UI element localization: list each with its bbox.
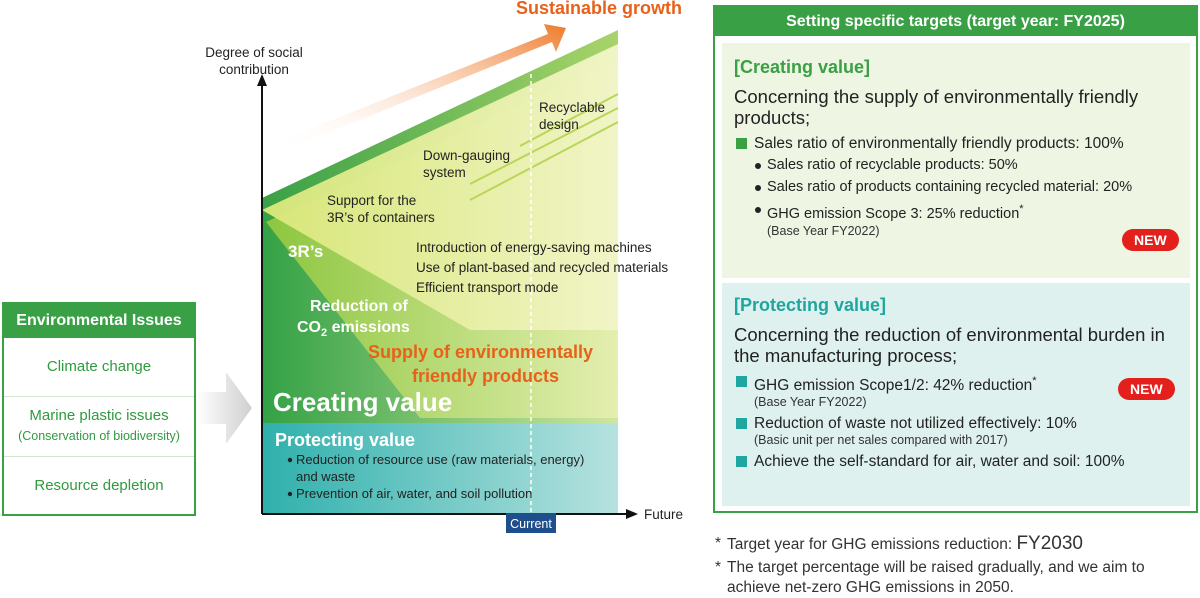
issue-marine-plastic: Marine plastic issues (Conservation of b… [4,396,194,456]
creating-sub-item-1: Sales ratio of recyclable products: 50% [734,156,1178,175]
growth-diagram: Degree of social contribution Future Cur… [197,0,683,533]
y-axis-arrowhead [257,74,267,86]
targets-header: Setting specific targets (target year: F… [715,7,1196,36]
protecting-value-lead: Concerning the reduction of environmenta… [734,324,1165,366]
protecting-value-title: [Protecting value] [734,295,887,315]
creating-sub-item-2: Sales ratio of products containing recyc… [734,178,1178,197]
co2-text: CO [297,319,321,336]
new-badge: NEW [1118,378,1175,400]
issue-marine-plastic-label: Marine plastic issues [29,407,169,424]
creating-value-label: Creating value [273,387,452,417]
creating-value-lead: Concerning the supply of environmentally… [734,86,1139,128]
supply-products-line2: friendly products [412,366,559,386]
reduction-co2-line2: CO2 emissions [297,319,410,339]
teal-square-marker [736,456,747,468]
x-axis-label: Future [644,507,683,522]
support-3rs-line2: 3R’s of containers [327,210,435,225]
protect-bullet2: Prevention of air, water, and soil pollu… [296,486,532,501]
environmental-issues-title: Environmental Issues [4,304,194,338]
protecting-item-2-text: Reduction of waste not utilized effectiv… [754,415,1077,433]
protecting-item-1-note: (Base Year FY2022) [754,395,867,410]
issue-climate-change: Climate change [46,358,152,375]
reduction-co2-line1: Reduction of [310,298,408,315]
protecting-item-3-text: Achieve the self-standard for air, water… [754,453,1125,471]
creating-sub-item-2-text: Sales ratio of products containing recyc… [767,179,1133,195]
flow-arrow [197,372,252,444]
protecting-value-band [262,423,618,514]
footnote-marker: * [715,535,722,552]
bullet-dot [755,185,761,191]
creating-value-title: [Creating value] [734,57,871,77]
emissions-text: emissions [327,319,410,336]
footnote-2: * The target percentage will be raised g… [715,558,1200,598]
protecting-value-section: [Protecting value] Concerning the reduct… [722,283,1190,506]
co2-subscript: 2 [321,327,327,339]
y-axis-label-line1: Degree of social [205,45,303,60]
down-gauging-line1: Down-gauging [423,148,510,163]
supply-products-line1: Supply of environmentally [368,342,593,362]
targets-box: Setting specific targets (target year: F… [713,5,1198,513]
current-label: Current [510,517,552,531]
creating-sub-item-3: GHG emission Scope 3: 25% reduction* (Ba… [734,200,1178,239]
footnote-1-text: Target year for GHG emissions reduction: [727,536,1017,553]
protecting-item-1: GHG emission Scope1/2: 42% reduction* (B… [734,372,1178,410]
y-axis-label-line2: contribution [219,62,289,77]
footnotes: * Target year for GHG emissions reductio… [715,534,1200,598]
environmental-issues-box: Environmental Issues Climate change Mari… [2,302,196,516]
intro-plant-based: Use of plant-based and recycled material… [416,260,668,275]
intro-energy-saving: Introduction of energy-saving machines [416,240,652,255]
creating-sub-item-3-note: (Base Year FY2022) [767,223,880,238]
teal-square-marker [736,376,747,387]
protect-bullet1-line1: Reduction of resource use (raw materials… [296,452,584,467]
green-square-marker [736,138,747,149]
bullet-dot [755,207,761,213]
x-axis-arrowhead [626,509,638,519]
protect-bullet1-line2: and waste [296,469,355,484]
sustainable-growth-label: Sustainable growth [516,0,682,18]
asterisk-marker: * [1019,203,1024,215]
issue-resource-depletion: Resource depletion [4,456,194,514]
down-gauging-line2: system [423,165,466,180]
protecting-item-3: Achieve the self-standard for air, water… [734,452,1178,471]
protecting-value-label: Protecting value [275,430,415,450]
recyclable-design-line2: design [539,117,579,132]
new-badge: NEW [1122,229,1179,251]
footnote-1-year: FY2030 [1016,533,1083,554]
footnote-2-text: The target percentage will be raised gra… [727,559,1145,596]
support-3rs-line1: Support for the [327,193,416,208]
three-rs-region [262,44,618,330]
creating-sub-item-1-text: Sales ratio of recyclable products: 50% [767,157,1018,173]
sustainable-growth-arrow [282,24,566,150]
protecting-item-2-note: (Basic unit per net sales compared with … [754,433,1008,448]
creating-main-item-text: Sales ratio of environmentally friendly … [754,135,1124,152]
asterisk-marker: * [1032,375,1037,387]
creating-main-item: Sales ratio of environmentally friendly … [734,134,1178,153]
creating-value-section: [Creating value] Concerning the supply o… [722,43,1190,278]
recyclable-design-line1: Recyclable [539,100,605,115]
creating-sub-item-3-text: GHG emission Scope 3: 25% reduction [767,205,1020,222]
protecting-item-1-text: GHG emission Scope1/2: 42% reduction [754,377,1033,395]
issue-marine-plastic-sub: (Conservation of biodiversity) [18,429,180,443]
teal-square-marker [736,418,747,430]
protecting-item-2: Reduction of waste not utilized effectiv… [734,414,1178,448]
three-rs-label: 3R’s [288,242,323,261]
intro-transport: Efficient transport mode [416,280,558,295]
growth-top-stripe [262,30,618,212]
current-marker [506,513,556,533]
footnote-1: * Target year for GHG emissions reductio… [715,534,1200,555]
bullet-dot [755,163,761,169]
footnote-marker: * [715,559,722,576]
